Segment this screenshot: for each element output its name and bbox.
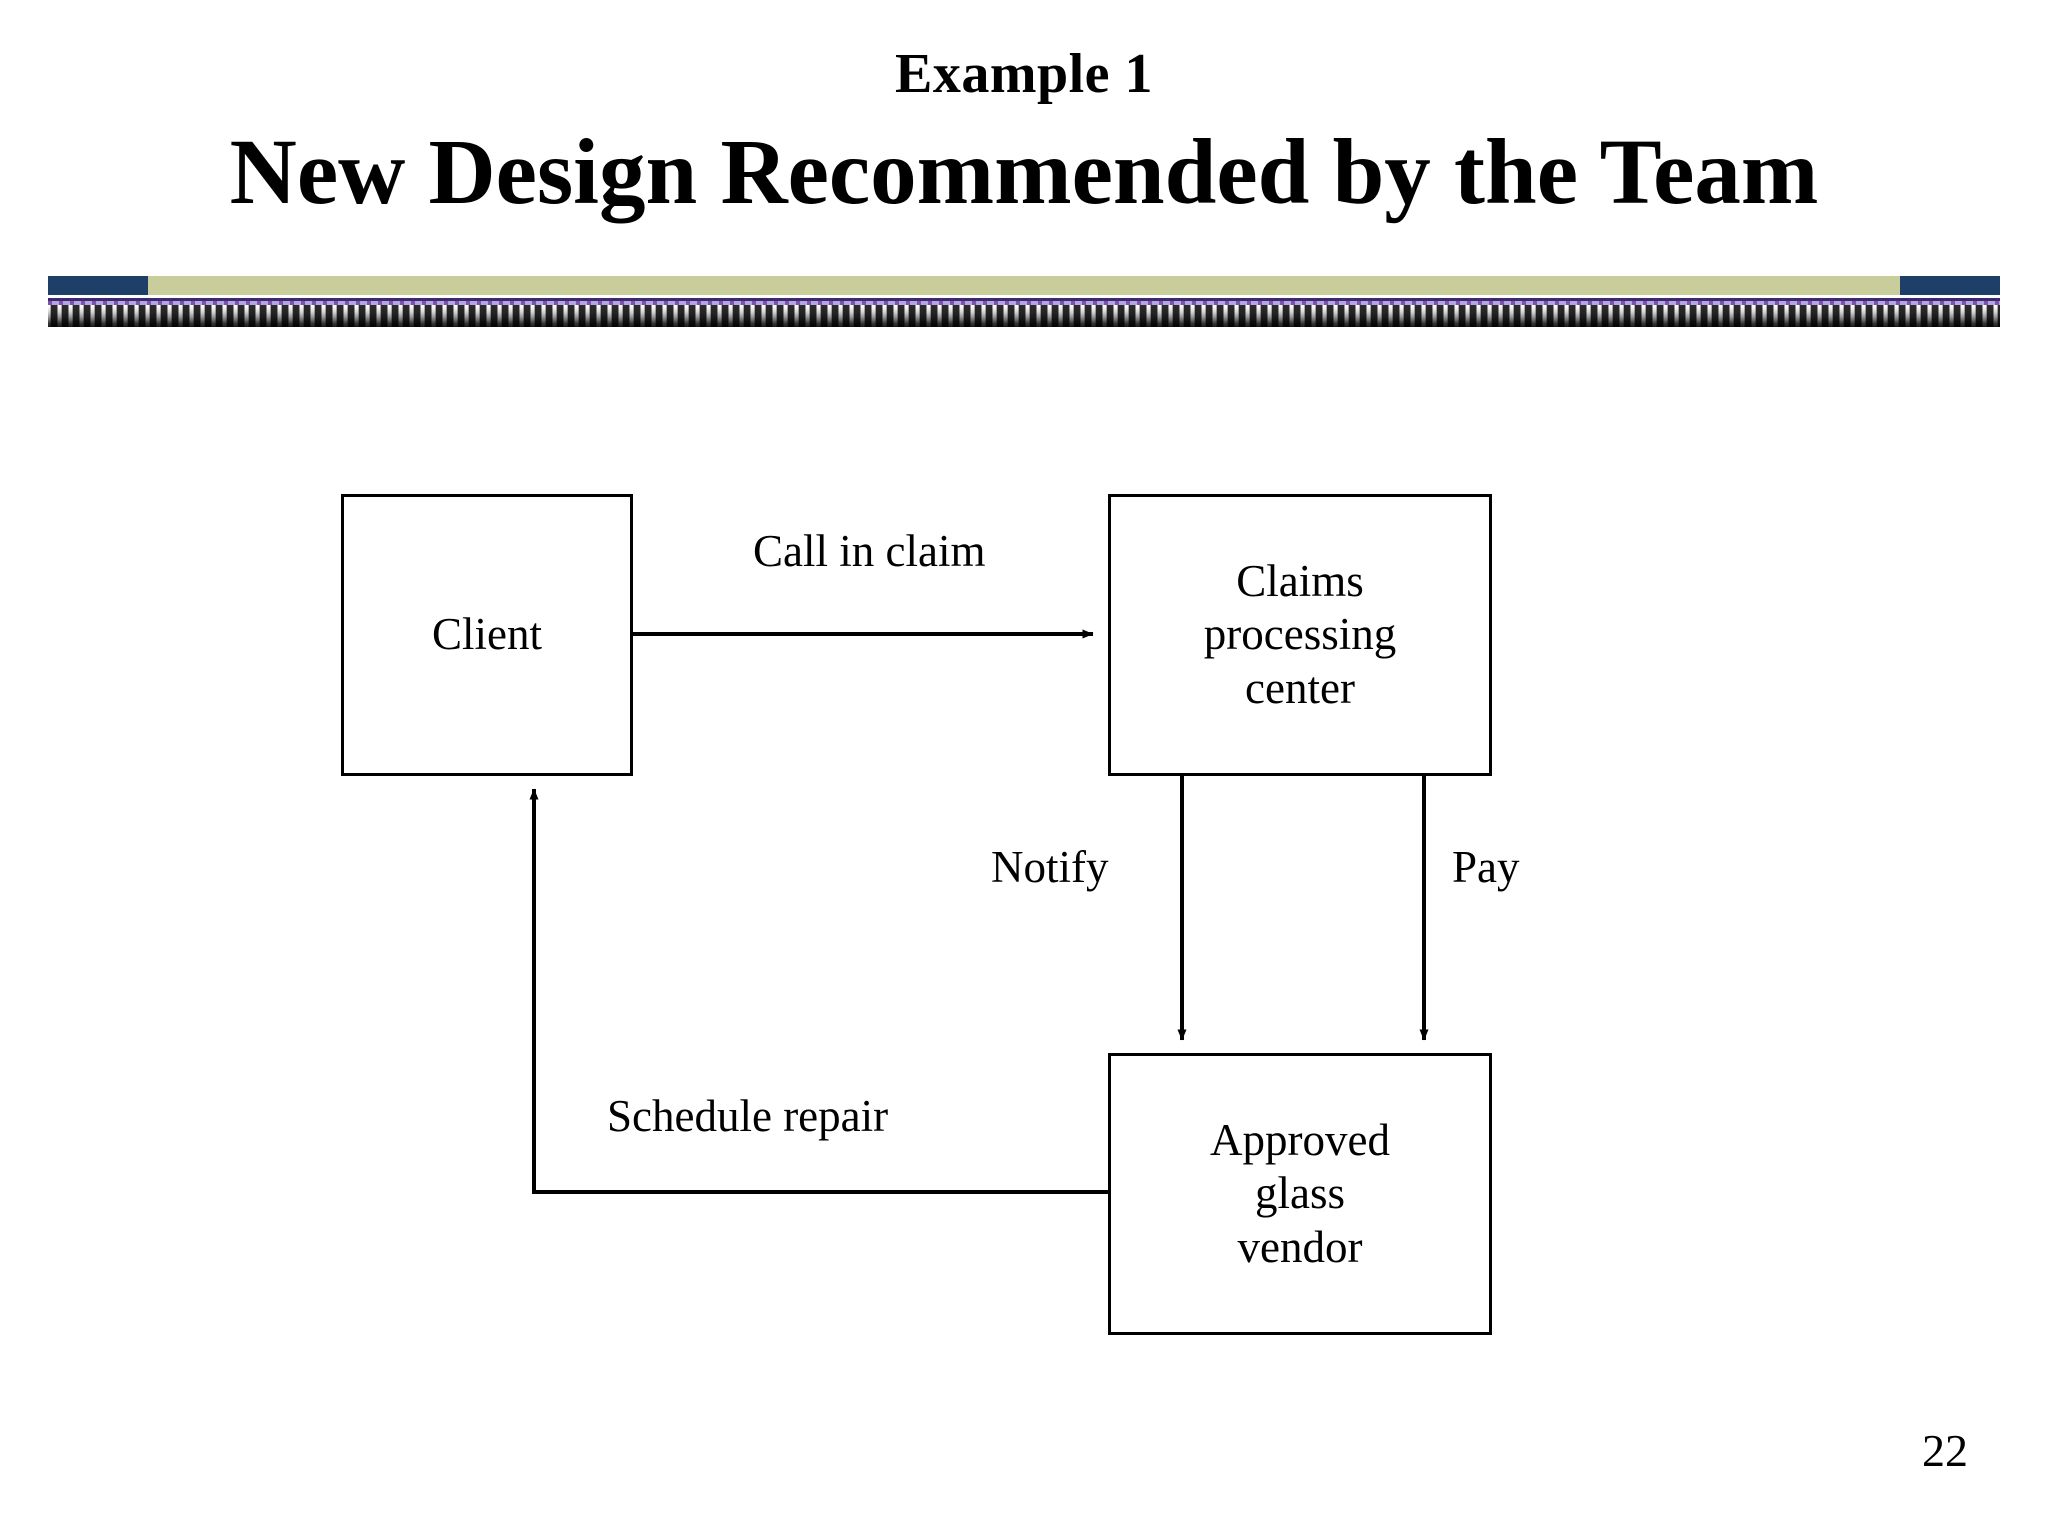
edge-label-call-in-claim: Call in claim bbox=[753, 526, 986, 576]
node-client[interactable]: Client bbox=[341, 494, 633, 776]
decorative-divider bbox=[0, 272, 2048, 330]
divider-middle-bar bbox=[148, 276, 1900, 295]
node-approved-glass-vendor-label: Approved glass vendor bbox=[1210, 1115, 1390, 1272]
node-claims-processing-center-label: Claims processing center bbox=[1203, 556, 1397, 713]
node-approved-glass-vendor[interactable]: Approved glass vendor bbox=[1108, 1053, 1492, 1335]
slide-title-block: Example 1 New Design Recommended by the … bbox=[0, 0, 2048, 219]
edge-label-notify: Notify bbox=[991, 842, 1109, 892]
connector-schedule-repair bbox=[529, 788, 1108, 1194]
divider-right-cap bbox=[1900, 276, 2000, 295]
divider-fringe-band bbox=[48, 305, 2000, 327]
divider-rule bbox=[48, 298, 2000, 301]
slide-main-title: New Design Recommended by the Team bbox=[229, 121, 1819, 224]
edge-label-pay: Pay bbox=[1452, 842, 1520, 892]
edge-label-schedule-repair: Schedule repair bbox=[607, 1091, 889, 1141]
slide-eyebrow-title: Example 1 bbox=[894, 43, 1154, 105]
divider-left-cap bbox=[48, 276, 148, 295]
page-number: 22 bbox=[1922, 1425, 1968, 1476]
node-client-label: Client bbox=[432, 609, 542, 660]
node-claims-processing-center[interactable]: Claims processing center bbox=[1108, 494, 1492, 776]
